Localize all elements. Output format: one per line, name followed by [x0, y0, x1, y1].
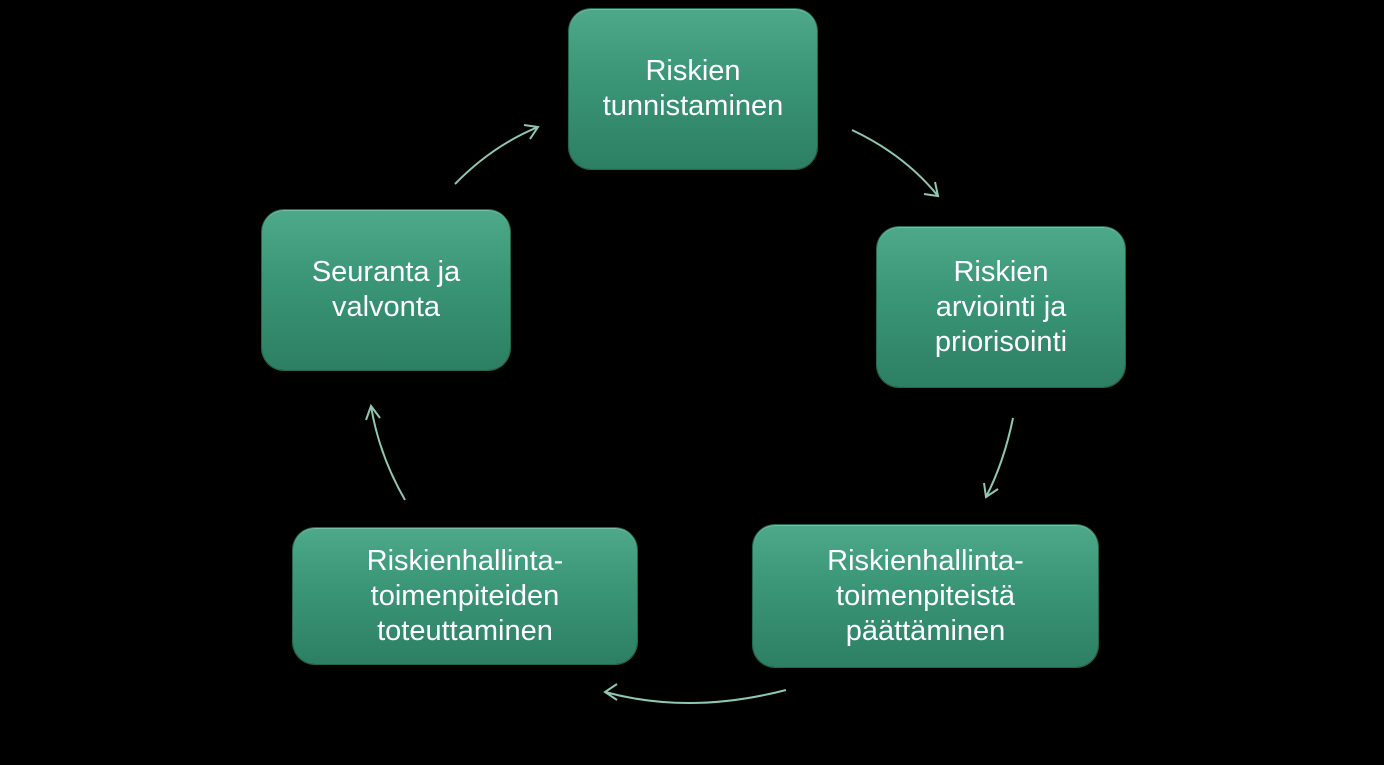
- arrow-1-to-2: [851, 129, 939, 197]
- arrowhead-1-to-2: [923, 181, 940, 198]
- step-toimenpiteiden-toteuttaminen: Riskienhallinta- toimenpiteiden toteutta…: [293, 528, 637, 664]
- arrow-3-to-4: [604, 689, 787, 704]
- step-label: Riskienhallinta- toimenpiteistä päättämi…: [827, 544, 1024, 647]
- step-riskien-arviointi: Riskien arviointi ja priorisointi: [877, 227, 1125, 387]
- arrow-2-to-3: [985, 417, 1014, 498]
- arrowhead-2-to-3: [983, 482, 999, 499]
- step-label: Riskien tunnistaminen: [602, 55, 784, 122]
- step-label: Riskienhallinta- toimenpiteiden toteutta…: [366, 544, 564, 647]
- arrowhead-4-to-5: [365, 403, 381, 421]
- arrow-5-to-1: [454, 126, 539, 185]
- arrowhead-3-to-4: [603, 683, 618, 701]
- step-toimenpiteista-paattaminen: Riskienhallinta- toimenpiteistä päättämi…: [753, 525, 1098, 667]
- step-label: Riskien arviointi ja priorisointi: [934, 255, 1068, 358]
- step-riskien-tunnistaminen: Riskien tunnistaminen: [569, 9, 817, 169]
- step-label: Seuranta ja valvonta: [311, 256, 461, 323]
- step-seuranta-ja-valvonta: Seuranta ja valvonta: [262, 210, 510, 370]
- arrow-4-to-5: [370, 405, 406, 501]
- arrowhead-5-to-1: [523, 124, 540, 140]
